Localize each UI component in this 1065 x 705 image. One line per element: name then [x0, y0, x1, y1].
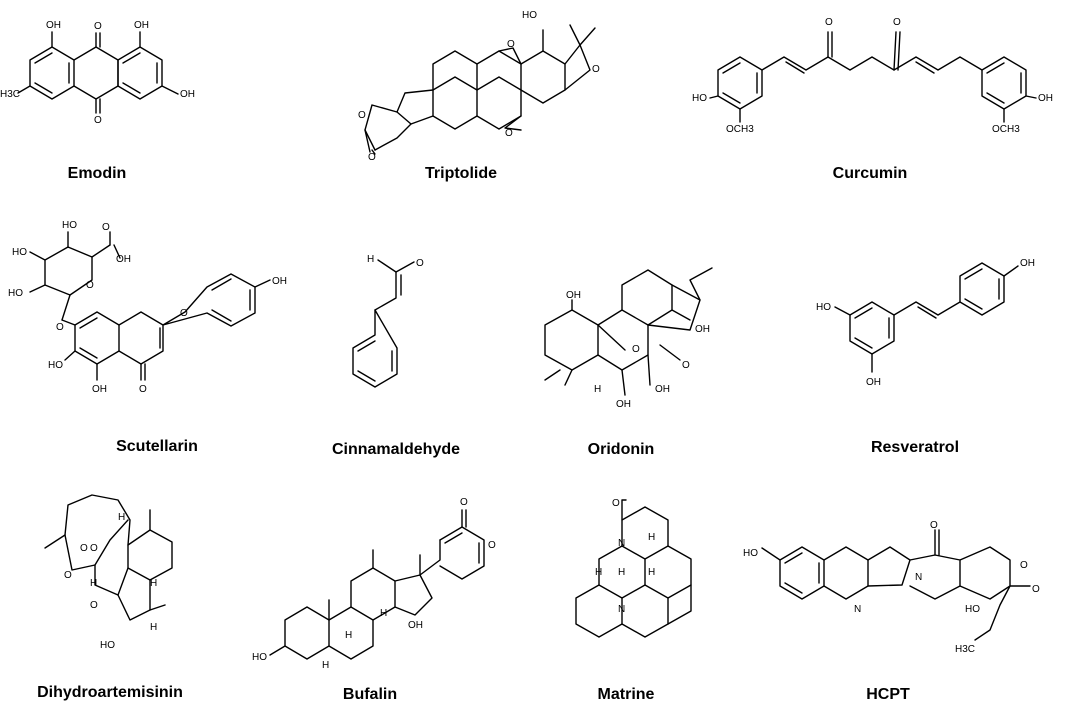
dha-o-1: O: [80, 543, 88, 554]
curcumin-och3-2: OCH3: [992, 124, 1020, 135]
oridonin-o-1: O: [632, 344, 640, 355]
triptolide-o-5: O: [368, 152, 376, 163]
scutellarin-o-3: O: [56, 322, 64, 333]
oridonin-oh-1: OH: [566, 290, 581, 301]
bufalin-h-1: H: [380, 608, 387, 619]
bufalin-structure: O O HO OH H H H: [252, 497, 496, 671]
dha-h-3: H: [150, 578, 157, 589]
matrine-n-1: N: [618, 538, 625, 549]
caption-emodin: Emodin: [67, 165, 127, 182]
oridonin-structure: OH O OH H OH OH O: [544, 267, 713, 410]
matrine-o: O: [612, 498, 620, 509]
caption-curcumin: Curcumin: [832, 165, 908, 182]
scutellarin-oh-1: OH: [116, 254, 131, 265]
dha-o-3: O: [64, 570, 72, 581]
caption-resveratrol: Resveratrol: [870, 439, 960, 456]
scutellarin-ho-2: HO: [12, 247, 27, 258]
hcpt-structure: HO N N O O O HO H3C: [743, 520, 1040, 655]
dihydroartemisinin-structure: O O O O H H H HO H: [44, 494, 173, 651]
caption-oridonin: Oridonin: [587, 441, 655, 458]
caption-scutellarin: Scutellarin: [116, 438, 198, 455]
scutellarin-ho-1: HO: [62, 220, 77, 231]
oridonin-oh-2: OH: [695, 324, 710, 335]
oridonin-o-2: O: [682, 360, 690, 371]
hcpt-ho-2: HO: [965, 604, 980, 615]
curcumin-structure: O O HO OH OCH3 OCH3: [692, 17, 1053, 135]
triptolide-o-1: O: [507, 39, 515, 50]
curcumin-och3-1: OCH3: [726, 124, 754, 135]
emodin-ch3: H3C: [0, 89, 20, 100]
emodin-o-1: O: [94, 21, 102, 32]
matrine-h-3: H: [618, 567, 625, 578]
dha-h-4: H: [150, 622, 157, 633]
hcpt-o-3: O: [1032, 584, 1040, 595]
bufalin-ho: HO: [252, 652, 267, 663]
matrine-structure: O N N H H H H: [575, 498, 692, 638]
dha-o-2: O: [90, 543, 98, 554]
resveratrol-structure: HO OH OH: [816, 258, 1035, 388]
caption-cinnamaldehyde: Cinnamaldehyde: [331, 441, 461, 458]
resveratrol-oh-2: OH: [1020, 258, 1035, 269]
caption-triptolide: Triptolide: [425, 165, 497, 182]
hcpt-ch3: H3C: [955, 644, 975, 655]
matrine-h-4: H: [648, 567, 655, 578]
emodin-structure: OH OH O O OH H3C: [0, 20, 195, 126]
scutellarin-structure: HO HO HO OH O O O O HO OH O OH: [8, 220, 287, 395]
scutellarin-ho-3: HO: [8, 288, 23, 299]
oridonin-h: H: [594, 384, 601, 395]
triptolide-o-4: O: [358, 110, 366, 121]
emodin-oh-3: OH: [180, 89, 195, 100]
emodin-o-2: O: [94, 115, 102, 126]
dha-ho: HO: [100, 640, 115, 651]
dha-h-1: H: [118, 512, 125, 523]
caption-dihydroartemisinin: Dihydroartemisinin: [37, 684, 183, 701]
bufalin-oh: OH: [408, 620, 423, 631]
bufalin-h-2: H: [345, 630, 352, 641]
dha-o-4: O: [90, 600, 98, 611]
hcpt-o-1: O: [930, 520, 938, 531]
curcumin-oh: OH: [1038, 93, 1053, 104]
curcumin-ho: HO: [692, 93, 707, 104]
curcumin-o-2: O: [893, 17, 901, 28]
caption-bufalin: Bufalin: [342, 686, 398, 703]
hcpt-ho-1: HO: [743, 548, 758, 559]
caption-hcpt: HCPT: [866, 686, 910, 703]
scutellarin-o-4: O: [180, 308, 188, 319]
resveratrol-ho: HO: [816, 302, 831, 313]
emodin-oh-2: OH: [134, 20, 149, 31]
matrine-h-1: H: [648, 532, 655, 543]
cinnamaldehyde-o: O: [416, 258, 424, 269]
matrine-n-2: N: [618, 604, 625, 615]
matrine-h-2: H: [595, 567, 602, 578]
triptolide-o-3: O: [505, 128, 513, 139]
curcumin-o-1: O: [825, 17, 833, 28]
triptolide-o-2: O: [592, 64, 600, 75]
scutellarin-oh-3: OH: [272, 276, 287, 287]
hcpt-n-1: N: [854, 604, 861, 615]
scutellarin-oh-2: OH: [92, 384, 107, 395]
scutellarin-o-1: O: [102, 222, 110, 233]
emodin-oh-1: OH: [46, 20, 61, 31]
resveratrol-oh-1: OH: [866, 377, 881, 388]
bufalin-o-2: O: [488, 540, 496, 551]
bufalin-o-1: O: [460, 497, 468, 508]
hcpt-o-2: O: [1020, 560, 1028, 571]
dha-h-2: H: [90, 578, 97, 589]
bufalin-h-3: H: [322, 660, 329, 671]
triptolide-ho: HO: [522, 10, 537, 21]
scutellarin-ho-4: HO: [48, 360, 63, 371]
hcpt-n-2: N: [915, 572, 922, 583]
scutellarin-o-2: O: [86, 280, 94, 291]
cinnamaldehyde-h: H: [367, 254, 374, 265]
scutellarin-o-5: O: [139, 384, 147, 395]
triptolide-structure: HO O O O O O: [358, 10, 600, 163]
cinnamaldehyde-structure: H O: [352, 254, 424, 388]
oridonin-oh-3: OH: [616, 399, 631, 410]
caption-matrine: Matrine: [597, 686, 655, 703]
oridonin-oh-4: OH: [655, 384, 670, 395]
